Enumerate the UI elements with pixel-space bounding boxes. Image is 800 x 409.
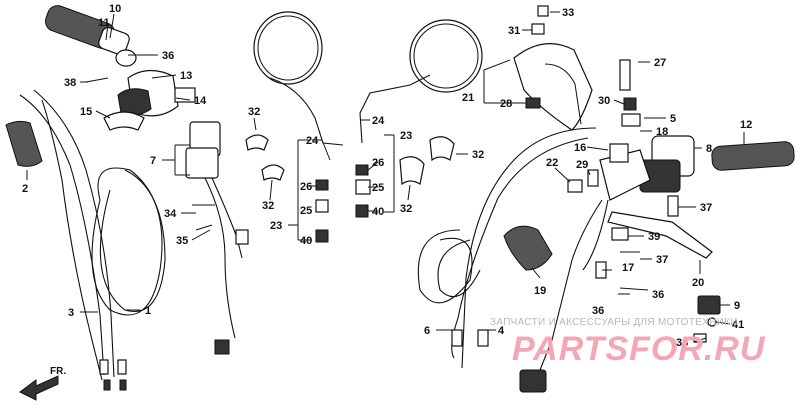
left-mirror: [253, 11, 344, 161]
callout-9: 9: [734, 300, 740, 312]
callout-18: 18: [656, 126, 668, 138]
leader-lines: [26, 11, 745, 343]
callout-25-b: 25: [372, 182, 384, 194]
callout-22: 22: [546, 157, 558, 169]
left-mirror-mount: [245, 134, 329, 243]
callout-31: 31: [508, 25, 520, 37]
callout-2: 2: [22, 183, 28, 195]
left-cable-grip: [5, 120, 43, 167]
callout-3: 3: [68, 307, 74, 319]
clutch-cable: [417, 127, 597, 369]
callout-38-b: 38: [676, 337, 688, 349]
front-label: FR.: [50, 366, 66, 377]
callout-13: 13: [180, 70, 192, 82]
callout-37-a: 37: [700, 202, 712, 214]
left-switch-housing: [185, 121, 249, 355]
watermark-subtitle: ЗАПЧАСТИ И АКСЕССУАРЫ ДЛЯ МОТОТЕХНИКИ: [490, 317, 738, 328]
callout-24-b: 24: [372, 115, 385, 127]
callout-38: 38: [64, 77, 76, 89]
callout-33: 33: [562, 7, 574, 19]
brake-lever: [607, 195, 713, 259]
callout-41: 41: [732, 319, 744, 331]
callout-17: 17: [622, 262, 634, 274]
callout-26-a: 26: [300, 181, 312, 193]
callout-8: 8: [706, 143, 712, 155]
throttle-cables: [19, 89, 166, 378]
callout-32-b: 32: [262, 200, 274, 212]
callout-36: 36: [162, 50, 174, 62]
callout-4: 4: [498, 325, 505, 337]
callout-23-a: 23: [270, 220, 282, 232]
hand-guard: [513, 5, 593, 131]
callout-14: 14: [194, 95, 207, 107]
callout-23-b: 23: [400, 130, 412, 142]
callout-32-c: 32: [400, 203, 412, 215]
callout-26-b: 26: [372, 157, 384, 169]
clutch-cable-left: [41, 99, 103, 381]
watermark-logo: PARTSFOR.RU: [512, 330, 766, 368]
right-mirror-mount: [355, 136, 455, 218]
callout-16: 16: [574, 142, 586, 154]
rubber-boot: [503, 225, 553, 271]
throttle-housing: [103, 69, 196, 131]
callout-21: 21: [462, 92, 474, 104]
callout-39: 39: [648, 231, 660, 243]
callout-30: 30: [598, 95, 610, 107]
callout-15: 15: [80, 106, 92, 118]
callout-12: 12: [740, 119, 752, 131]
callout-19: 19: [534, 285, 546, 297]
callout-6: 6: [424, 325, 430, 337]
callout-numbers: 10 11 36 38 13 14 15 2 7 34 35 3 1 32 32…: [22, 3, 752, 349]
right-switch-housing: [599, 135, 695, 201]
cable-ends-left: [99, 359, 127, 391]
callout-11: 11: [98, 17, 110, 29]
throttle-grip: [44, 5, 137, 67]
callout-24-a: 24: [306, 135, 319, 147]
callout-36-b: 36: [592, 305, 604, 317]
callout-5: 5: [670, 113, 676, 125]
right-grip: [711, 141, 795, 171]
callout-28: 28: [500, 98, 512, 110]
callout-36-c: 36: [652, 289, 664, 301]
callout-34: 34: [164, 208, 177, 220]
callout-29: 29: [576, 159, 588, 171]
right-wiring: [519, 199, 649, 393]
callout-40-b: 40: [372, 206, 384, 218]
watermark: ЗАПЧАСТИ И АКСЕССУАРЫ ДЛЯ МОТОТЕХНИКИ PA…: [490, 317, 766, 368]
right-mirror: [359, 19, 483, 144]
callout-32-a: 32: [248, 106, 260, 118]
callout-10: 10: [109, 3, 121, 15]
callout-7: 7: [150, 155, 156, 167]
front-arrow: FR.: [19, 366, 66, 401]
callout-27: 27: [654, 57, 666, 69]
callout-1: 1: [145, 305, 151, 317]
callout-25-a: 25: [300, 205, 312, 217]
callout-20: 20: [692, 277, 704, 289]
callout-32-d: 32: [472, 149, 484, 161]
callout-37-b: 37: [656, 254, 668, 266]
callout-40-a: 40: [300, 235, 312, 247]
callout-35: 35: [176, 235, 188, 247]
adjuster-parts: [567, 59, 641, 193]
